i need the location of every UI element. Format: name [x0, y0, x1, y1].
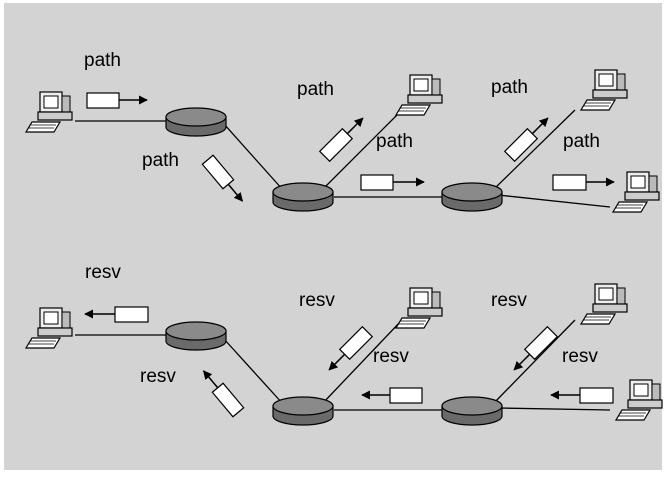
link: [223, 123, 284, 191]
router-icon: [165, 107, 227, 137]
link: [492, 109, 576, 191]
path-label: path: [142, 150, 179, 171]
message-packet-icon: [328, 325, 374, 371]
link: [492, 319, 576, 405]
message-packet-icon: [201, 154, 244, 202]
background-panel: [4, 3, 662, 470]
path-label: path: [491, 77, 528, 98]
resv-label: resv: [85, 262, 121, 283]
path-phase: path path path path path path: [25, 50, 660, 213]
path-label: path: [297, 79, 334, 100]
resv-label: resv: [373, 346, 409, 367]
link: [223, 338, 284, 405]
message-packet-icon: [503, 117, 549, 163]
message-packet-icon: [86, 92, 148, 109]
resv-label: resv: [299, 290, 335, 311]
router-icon: [441, 182, 503, 212]
message-packet-icon: [318, 117, 364, 163]
message-packet-icon: [202, 370, 245, 418]
router-icon: [272, 396, 334, 426]
message-packet-icon: [552, 174, 615, 191]
router-icon: [441, 396, 503, 426]
message-packet-icon: [360, 174, 425, 191]
link: [321, 319, 403, 405]
router-icon: [165, 321, 227, 351]
path-label: path: [376, 131, 413, 152]
router-icon: [272, 182, 334, 212]
message-packet-icon: [84, 306, 149, 323]
link: [321, 109, 403, 191]
path-label: path: [563, 131, 600, 152]
message-packet-icon: [550, 387, 614, 404]
message-packet-icon: [513, 325, 559, 371]
link: [497, 407, 611, 411]
resv-label: resv: [562, 346, 598, 367]
resv-phase: resv resv resv resv resv resv: [25, 262, 663, 426]
message-packet-icon: [361, 387, 423, 404]
link: [497, 194, 611, 208]
path-label: path: [84, 50, 121, 71]
resv-label: resv: [140, 366, 176, 387]
resv-label: resv: [491, 290, 527, 311]
